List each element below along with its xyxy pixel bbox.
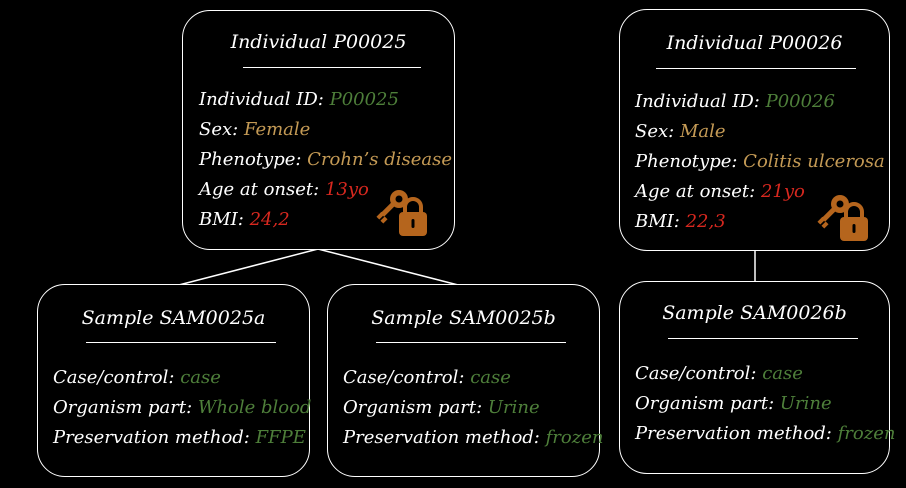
- field-sex: Sex: Female: [199, 119, 311, 140]
- sample-card-sam0025b[interactable]: Sample SAM0025b Case/control: case Organ…: [327, 284, 603, 477]
- field-preservation-method: Preservation method: frozen: [635, 423, 896, 444]
- field-individual-id: Individual ID: P00025: [199, 89, 399, 110]
- field-sex: Sex: Male: [635, 121, 726, 142]
- title-divider: [668, 338, 858, 339]
- field-phenotype: Phenotype: Colitis ulcerosa: [635, 151, 885, 172]
- key-lock-icon: [376, 190, 427, 236]
- field-organism-part: Organism part: Urine: [343, 397, 540, 418]
- individual-card-p00026[interactable]: Individual P00026 Individual ID: P00026 …: [619, 9, 890, 251]
- sample-title: Sample SAM0025a: [81, 307, 266, 329]
- title-divider: [243, 67, 421, 68]
- field-preservation-method: Preservation method: frozen: [343, 427, 604, 448]
- sample-fields: Case/control: case Organism part: Urine …: [343, 363, 603, 453]
- sample-fields: Case/control: case Organism part: Whole …: [53, 363, 311, 453]
- field-preservation-method: Preservation method: FFPE: [53, 427, 306, 448]
- sample-card-sam0026b[interactable]: Sample SAM0026b Case/control: case Organ…: [619, 281, 895, 474]
- title-divider: [376, 342, 566, 343]
- individual-title: Individual P00025: [230, 31, 407, 53]
- sample-card-sam0025a[interactable]: Sample SAM0025a Case/control: case Organ…: [37, 284, 311, 477]
- individual-fields: Individual ID: P00025 Sex: Female Phenot…: [199, 85, 452, 235]
- sample-title: Sample SAM0025b: [371, 307, 556, 329]
- link-p00025-sam0025a: [174, 248, 319, 287]
- title-divider: [656, 68, 856, 69]
- sample-title: Sample SAM0026b: [662, 302, 847, 324]
- field-bmi: BMI: 24,2: [199, 209, 290, 230]
- link-p00025-sam0025b: [317, 248, 463, 287]
- field-bmi: BMI: 22,3: [635, 211, 726, 232]
- field-case-control: Case/control: case: [635, 363, 803, 384]
- field-individual-id: Individual ID: P00026: [635, 91, 835, 112]
- field-age-at-onset: Age at onset: 21yo: [635, 181, 805, 202]
- individual-title: Individual P00026: [666, 32, 843, 54]
- individual-fields: Individual ID: P00026 Sex: Male Phenotyp…: [635, 87, 885, 237]
- field-organism-part: Organism part: Whole blood: [53, 397, 312, 418]
- field-case-control: Case/control: case: [343, 367, 511, 388]
- field-phenotype: Phenotype: Crohn’s disease: [199, 149, 453, 170]
- field-age-at-onset: Age at onset: 13yo: [199, 179, 369, 200]
- key-lock-icon: [817, 195, 868, 241]
- field-organism-part: Organism part: Urine: [635, 393, 832, 414]
- title-divider: [86, 342, 276, 343]
- individual-card-p00025[interactable]: Individual P00025 Individual ID: P00025 …: [182, 10, 455, 250]
- field-case-control: Case/control: case: [53, 367, 221, 388]
- sample-fields: Case/control: case Organism part: Urine …: [635, 359, 895, 449]
